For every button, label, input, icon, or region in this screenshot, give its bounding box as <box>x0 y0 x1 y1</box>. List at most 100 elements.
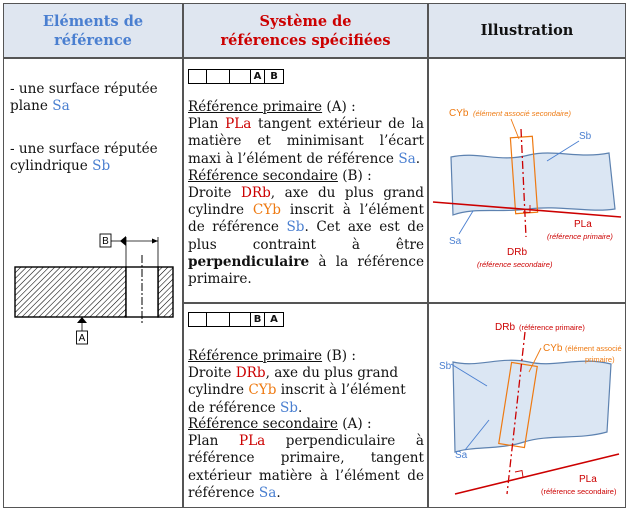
r2s-t2: perpendiculaire à référence primaire, ta… <box>188 433 424 501</box>
r1s-t2: , axe du plus grand cylindre <box>188 185 424 219</box>
r2s-end: . <box>276 484 281 501</box>
system-row2-cell: B A Référence primaire (B) : Droite DRb,… <box>183 303 428 508</box>
ill1-drb-note: (référence secondaire) <box>477 260 553 269</box>
cyb-rect-1 <box>509 135 539 215</box>
illustration-1: CYb (élément associé secondaire) Sb Sa P… <box>432 108 622 269</box>
r2p-end: . <box>297 399 303 416</box>
ill1-sa: Sa <box>449 236 462 247</box>
ill1-pla: PLa <box>574 219 592 230</box>
datum-label-a: A <box>79 333 86 344</box>
frame2-box2 <box>207 313 230 326</box>
frame2-box3 <box>230 313 251 326</box>
r2s-sa: Sa <box>258 484 277 501</box>
ill2-cyb-note2: primaire) <box>585 355 615 364</box>
row2-secondary-suffix: (A) : <box>337 416 372 432</box>
ill2-drb: DRb <box>495 322 515 333</box>
r1s-t4: . Cet axe est de plus contraint à être <box>188 219 424 253</box>
header-elements: Eléments de référence <box>3 3 183 58</box>
frame1-box3 <box>230 70 251 83</box>
r2p-sb: Sb <box>279 399 298 416</box>
row2-primary-reference: Référence primaire (B) : Droite DRb, axe… <box>188 348 424 417</box>
r1s-t5: à la référence primaire. <box>188 253 424 288</box>
frame2-box1 <box>189 313 207 326</box>
row1-primary-heading: Référence primaire (A) : <box>188 99 424 116</box>
r1s-sb: Sb <box>286 219 305 236</box>
element-item-cylinder-ref: Sb <box>92 158 111 175</box>
row2-primary-suffix: (B) : <box>322 348 356 364</box>
r2s-t1: Plan <box>188 433 239 450</box>
ill1-cyb: CYb <box>449 108 469 119</box>
frame1-datum-b: B <box>270 71 278 82</box>
r1p-t2: tangent extérieur de la matière et minim… <box>188 116 424 167</box>
row1-primary-suffix: (A) : <box>322 99 356 115</box>
reference-table: Eléments de référence Système de référen… <box>3 3 626 508</box>
row2-secondary-heading: Référence secondaire (A) : <box>188 416 424 433</box>
row1-secondary-title: Référence secondaire <box>188 167 338 184</box>
header-systeme: Système de références spécifiées <box>183 3 428 58</box>
illustration-row1-cell: CYb (élément associé secondaire) Sb Sa P… <box>428 58 626 303</box>
datum-triangle-b <box>120 236 126 246</box>
part-drawing: B A <box>14 233 174 345</box>
r1p-pla: PLa <box>225 116 252 133</box>
row2-primary-text: Droite DRb, axe du plus grand cylindre C… <box>188 365 408 417</box>
r1p-t1: Plan <box>188 116 226 133</box>
element-item-cylinder-text: - une surface réputée cylindrique <box>10 141 158 175</box>
part-surface-1 <box>450 152 616 216</box>
dimension-arrow <box>152 238 158 244</box>
ill2-sb: Sb <box>439 361 452 372</box>
r1s-t3: inscrit à l’élément de référence <box>188 202 425 236</box>
frame2-datum-b: B <box>251 313 265 326</box>
tolerance-frame-1: A B <box>188 69 284 84</box>
r2p-drb: DRb <box>235 365 266 382</box>
ill1-sb: Sb <box>579 131 592 142</box>
r1s-bold: perpendiculaire <box>188 253 310 270</box>
pla-line-2 <box>454 453 620 495</box>
r2s-pla: PLa <box>238 433 266 450</box>
datum-label-b-box <box>99 233 112 248</box>
r2p-t2: , axe du plus grand cylindre <box>188 365 399 399</box>
element-item-plane-ref: Sa <box>52 98 70 115</box>
r2p-cyb: CYb <box>248 382 277 399</box>
drb-axis-2 <box>506 331 526 495</box>
frame2-datum-a: A <box>270 314 278 325</box>
row1-primary-text: Plan PLa tangent extérieur de la matière… <box>188 116 424 168</box>
row1-primary-reference: Référence primaire (A) : Plan PLa tangen… <box>188 99 424 288</box>
cyb-rect-2 <box>498 361 538 449</box>
row1-primary-title: Référence primaire <box>188 99 323 115</box>
part-surface-2 <box>452 359 612 453</box>
header-systeme-label: Système de références spécifiées <box>220 12 391 49</box>
datum-label-b: B <box>102 236 109 247</box>
frame1-box2 <box>207 70 230 83</box>
r1s-drb: DRb <box>240 185 271 202</box>
ill2-cyb: CYb <box>543 343 563 354</box>
header-elements-label: Eléments de référence <box>42 12 144 49</box>
elements-cell: - une surface réputée plane Sa - une sur… <box>3 58 183 508</box>
r2p-t1: Droite <box>188 365 236 382</box>
row1-secondary-suffix: (B) : <box>337 167 372 184</box>
frame1-datum-a: A <box>251 70 265 83</box>
r1p-end: . <box>415 150 421 167</box>
drb-axis-1 <box>520 128 527 238</box>
r1p-sa: Sa <box>398 150 416 167</box>
ill1-drb: DRb <box>507 247 527 258</box>
header-illustration-label: Illustration <box>480 22 574 39</box>
row2-primary-heading: Référence primaire (B) : <box>188 348 424 365</box>
ill2-cyb-note1: (élément associé <box>565 344 622 353</box>
ill2-drb-note: (référence primaire) <box>519 323 585 332</box>
datum-triangle-a <box>77 317 87 323</box>
ill1-pla-note: (référence primaire) <box>547 232 613 241</box>
row2-secondary-title: Référence secondaire <box>188 416 338 432</box>
row2-secondary-reference: Référence secondaire (A) : Plan PLa perp… <box>188 416 424 502</box>
row1-secondary-heading: Référence secondaire (B) : <box>188 168 424 185</box>
ill2-sa: Sa <box>455 450 468 461</box>
row1-secondary-text: Droite DRb, axe du plus grand cylindre C… <box>188 185 424 288</box>
datum-label-a-box <box>76 330 88 345</box>
illustration-2: DRb (référence primaire) CYb (élément as… <box>439 322 622 496</box>
row2-primary-title: Référence primaire <box>188 348 323 364</box>
r1s-cyb: CYb <box>252 202 281 219</box>
system-row1-cell: A B Référence primaire (A) : Plan PLa ta… <box>183 58 428 303</box>
row2-secondary-text: Plan PLa perpendiculaire à référence pri… <box>188 433 424 502</box>
ill1-cyb-note: (élément associé secondaire) <box>473 109 571 118</box>
part-body-left <box>14 266 127 318</box>
element-item-plane-text: - une surface réputée plane <box>10 81 158 115</box>
